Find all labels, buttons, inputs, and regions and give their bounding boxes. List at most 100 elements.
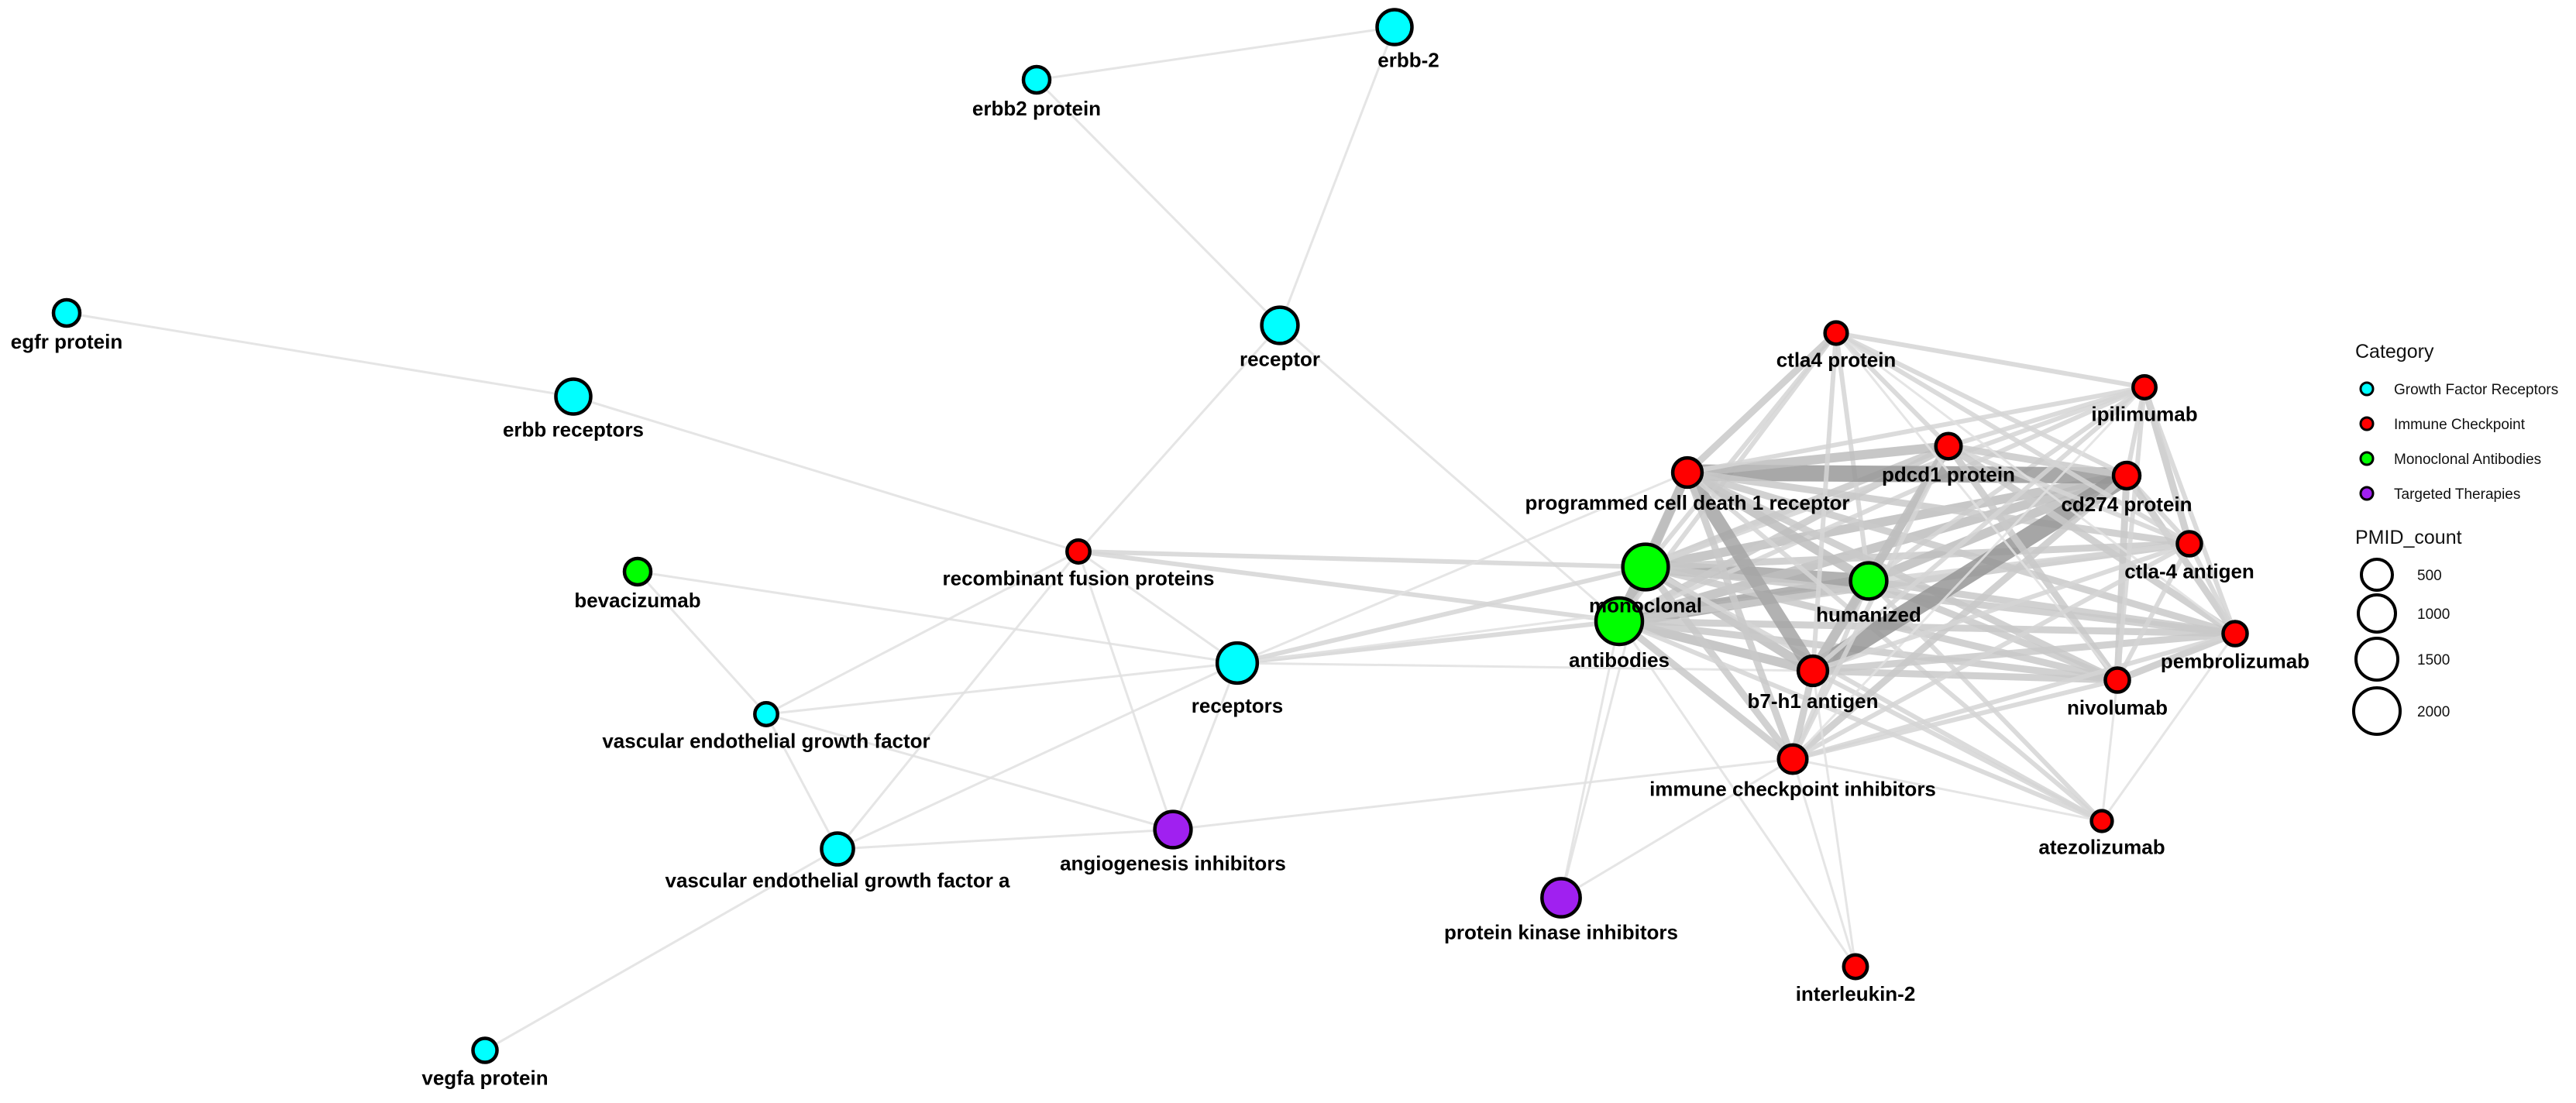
edge-nivolumab--atezolizumab <box>2100 679 2119 823</box>
edge-pembrolizumab--immune-checkpoint-inhibitors <box>1790 631 2237 761</box>
node-cd274-protein[interactable] <box>2111 460 2142 491</box>
node-b7-h1-antigen[interactable] <box>1796 654 1830 688</box>
edge-recombinant-fusion-proteins--angiogenesis-inhibitors <box>1077 550 1175 831</box>
node-label-humanized: humanized <box>1816 603 1921 626</box>
node-vascular-endothelial-growth-factor[interactable] <box>753 701 779 727</box>
edge-pdcd1-protein--ctla4-protein <box>1834 331 1951 448</box>
edge-erbb-2--receptor <box>1278 26 1396 327</box>
edge-erbb2-protein--erbb-2 <box>1035 26 1396 81</box>
edge-antibodies--interleukin-2 <box>1618 620 1857 968</box>
edge-antibodies--pembrolizumab <box>1615 617 2239 637</box>
edge-b7-h1-antigen--interleukin-2 <box>1811 669 1857 968</box>
node-vegfa-protein[interactable] <box>471 1036 499 1064</box>
edge-vascular-endothelial-growth-factor--angiogenesis-inhibitors <box>765 713 1175 831</box>
legend-category-label-1: Immune Checkpoint <box>2394 417 2526 433</box>
edge-programmed-cell-death-1-receptor--ctla4-protein <box>1684 329 1840 476</box>
node-label-protein-kinase-inhibitors: protein kinase inhibitors <box>1444 921 1678 944</box>
node-pembrolizumab[interactable] <box>2221 620 2249 648</box>
node-label-antibodies: antibodies <box>1569 648 1670 672</box>
legend-size-title: PMID_count <box>2355 527 2462 548</box>
node-label-immune-checkpoint-inhibitors: immune checkpoint inhibitors <box>1649 777 1936 800</box>
edge-recombinant-fusion-proteins--monoclonal <box>1076 549 1648 569</box>
node-monoclonal[interactable] <box>1621 542 1670 592</box>
node-antibodies[interactable] <box>1594 596 1645 647</box>
node-interleukin-2[interactable] <box>1842 953 1869 981</box>
node-ctla4-protein[interactable] <box>1823 320 1849 346</box>
legend-category-label-3: Targeted Therapies <box>2394 486 2520 503</box>
edge-pdcd1-protein--ctla-4-antigen <box>1946 444 2192 546</box>
node-protein-kinase-inhibitors[interactable] <box>1540 877 1582 919</box>
edge-cd274-protein--pdcd1-protein <box>1945 442 2131 479</box>
edge-pembrolizumab--atezolizumab <box>2100 632 2237 823</box>
node-receptors[interactable] <box>1215 641 1260 686</box>
edge-ipilimumab--immune-checkpoint-inhibitors <box>1791 386 2146 761</box>
node-label-erbb2-protein: erbb2 protein <box>972 97 1101 120</box>
edges-layer <box>65 26 2239 1052</box>
legend-size-circle-2 <box>2354 637 2399 682</box>
edge-antibodies--immune-checkpoint-inhibitors <box>1615 617 1797 763</box>
legend-size-label-3: 2000 <box>2417 704 2450 720</box>
node-pdcd1-protein[interactable] <box>1934 431 1963 461</box>
node-label-pdcd1-protein: pdcd1 protein <box>1882 462 2015 486</box>
node-ctla-4-antigen[interactable] <box>2175 530 2203 558</box>
node-angiogenesis-inhibitors[interactable] <box>1153 809 1193 850</box>
edge-b7-h1-antigen--pdcd1-protein <box>1808 442 1953 675</box>
edge-receptors--vascular-endothelial-growth-factor <box>765 661 1239 716</box>
node-immune-checkpoint-inhibitors[interactable] <box>1776 743 1809 775</box>
node-egfr-protein[interactable] <box>51 297 82 328</box>
node-label-angiogenesis-inhibitors: angiogenesis inhibitors <box>1060 851 1286 874</box>
node-label-interleukin-2: interleukin-2 <box>1796 982 1916 1005</box>
legend-size-circle-1 <box>2357 593 2397 634</box>
edge-ctla4-protein--ctla-4-antigen <box>1834 331 2192 546</box>
legend-swatch-3 <box>2359 486 2375 501</box>
node-vascular-endothelial-growth-factor-a[interactable] <box>820 831 855 867</box>
edge-ctla-4-antigen--pembrolizumab <box>2187 541 2237 636</box>
edge-receptors--angiogenesis-inhibitors <box>1171 661 1239 831</box>
legend-size-label-1: 1000 <box>2417 606 2450 623</box>
edge-recombinant-fusion-proteins--antibodies <box>1076 549 1622 624</box>
edge-protein-kinase-inhibitors--antibodies <box>1560 620 1621 899</box>
edge-recombinant-fusion-proteins--receptors <box>1077 550 1239 665</box>
node-label-pembrolizumab: pembrolizumab <box>2161 650 2309 673</box>
node-atezolizumab[interactable] <box>2089 809 2114 833</box>
node-erbb-2[interactable] <box>1375 8 1414 46</box>
edge-receptor--antibodies <box>1278 324 1621 623</box>
legend-size-circle-0 <box>2360 558 2394 592</box>
node-erbb-receptors[interactable] <box>554 377 593 416</box>
edge-pdcd1-protein--pembrolizumab <box>1945 442 2239 637</box>
edge-vascular-endothelial-growth-factor-a--angiogenesis-inhibitors <box>836 828 1175 850</box>
edge-ctla-4-antigen--immune-checkpoint-inhibitors <box>1790 541 2192 761</box>
node-nivolumab[interactable] <box>2103 666 2131 694</box>
edge-cd274-protein--ctla4-protein <box>1834 331 2129 478</box>
edge-angiogenesis-inhibitors--immune-checkpoint-inhibitors <box>1171 758 1794 831</box>
node-label-receptors: receptors <box>1192 694 1284 717</box>
node-recombinant-fusion-proteins[interactable] <box>1065 538 1092 565</box>
node-erbb2-protein[interactable] <box>1021 64 1052 95</box>
node-programmed-cell-death-1-receptor[interactable] <box>1670 455 1704 490</box>
node-label-receptor: receptor <box>1240 347 1320 370</box>
node-label-recombinant-fusion-proteins: recombinant fusion proteins <box>942 567 1214 590</box>
edge-receptors--programmed-cell-death-1-receptor <box>1236 471 1689 665</box>
node-label-monoclonal: monoclonal <box>1589 593 1702 617</box>
legend-size-circle-3 <box>2352 686 2402 736</box>
node-ipilimumab[interactable] <box>2131 374 2158 400</box>
edge-programmed-cell-death-1-receptor--immune-checkpoint-inhibitors <box>1684 469 1797 763</box>
node-label-vegfa-protein: vegfa protein <box>421 1067 548 1090</box>
node-label-programmed-cell-death-1-receptor: programmed cell death 1 receptor <box>1525 491 1849 514</box>
node-humanized[interactable] <box>1849 561 1889 601</box>
node-receptor[interactable] <box>1260 305 1300 345</box>
edge-programmed-cell-death-1-receptor--cd274-protein <box>1679 464 2135 484</box>
node-label-erbb-2: erbb-2 <box>1377 49 1439 72</box>
edge-protein-kinase-inhibitors--immune-checkpoint-inhibitors <box>1560 758 1794 899</box>
node-bevacizumab[interactable] <box>622 556 653 587</box>
legend-swatch-0 <box>2359 381 2375 397</box>
node-label-b7-h1-antigen: b7-h1 antigen <box>1747 689 1878 713</box>
node-label-vascular-endothelial-growth-factor-a: vascular endothelial growth factor a <box>665 869 1011 892</box>
node-label-cd274-protein: cd274 protein <box>2061 493 2192 516</box>
legend-size-label-2: 1500 <box>2417 652 2450 668</box>
edge-nivolumab--immune-checkpoint-inhibitors <box>1790 678 2120 761</box>
